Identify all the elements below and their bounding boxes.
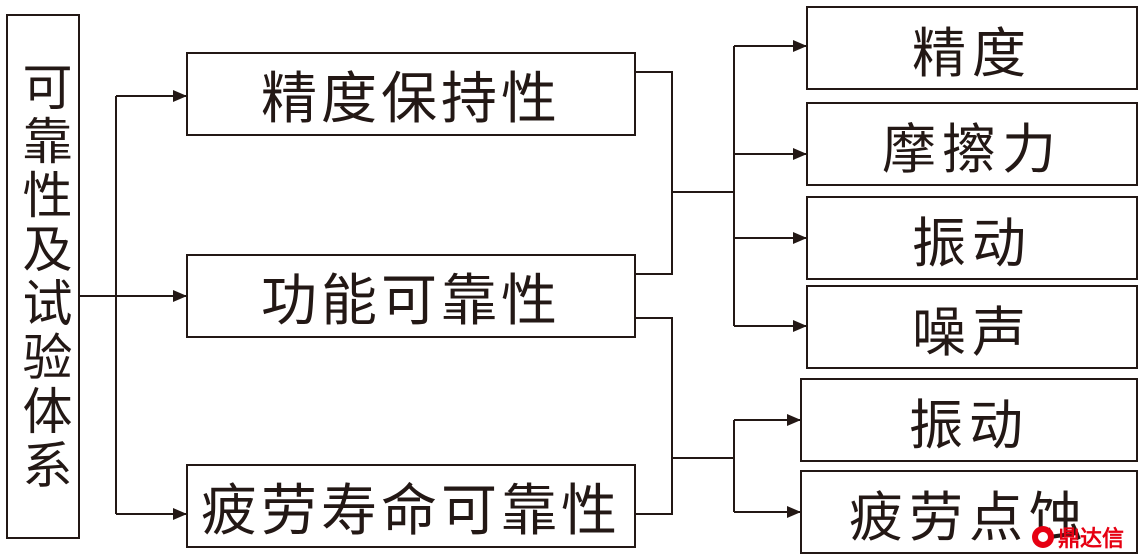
item-noise: 噪声 <box>806 285 1138 369</box>
watermark-text: 鼎达信 <box>1058 527 1125 552</box>
watermark-logo: 鼎达信 <box>1032 520 1138 554</box>
upper-merge-bracket <box>636 71 673 275</box>
root-node: 可靠性及试验体系 <box>6 14 80 539</box>
item-precision: 精度 <box>806 6 1138 90</box>
category-functional-reliability: 功能可靠性 <box>186 254 636 338</box>
lower-merge-bracket <box>636 317 673 515</box>
item-friction: 摩擦力 <box>806 102 1138 186</box>
category-fatigue-life-reliability: 疲劳寿命可靠性 <box>186 464 636 548</box>
item-vibration: 振动 <box>806 196 1138 280</box>
item-vibration-fatigue: 振动 <box>800 378 1138 462</box>
category-precision-retention: 精度保持性 <box>186 52 636 136</box>
watermark-icon <box>1032 526 1054 548</box>
